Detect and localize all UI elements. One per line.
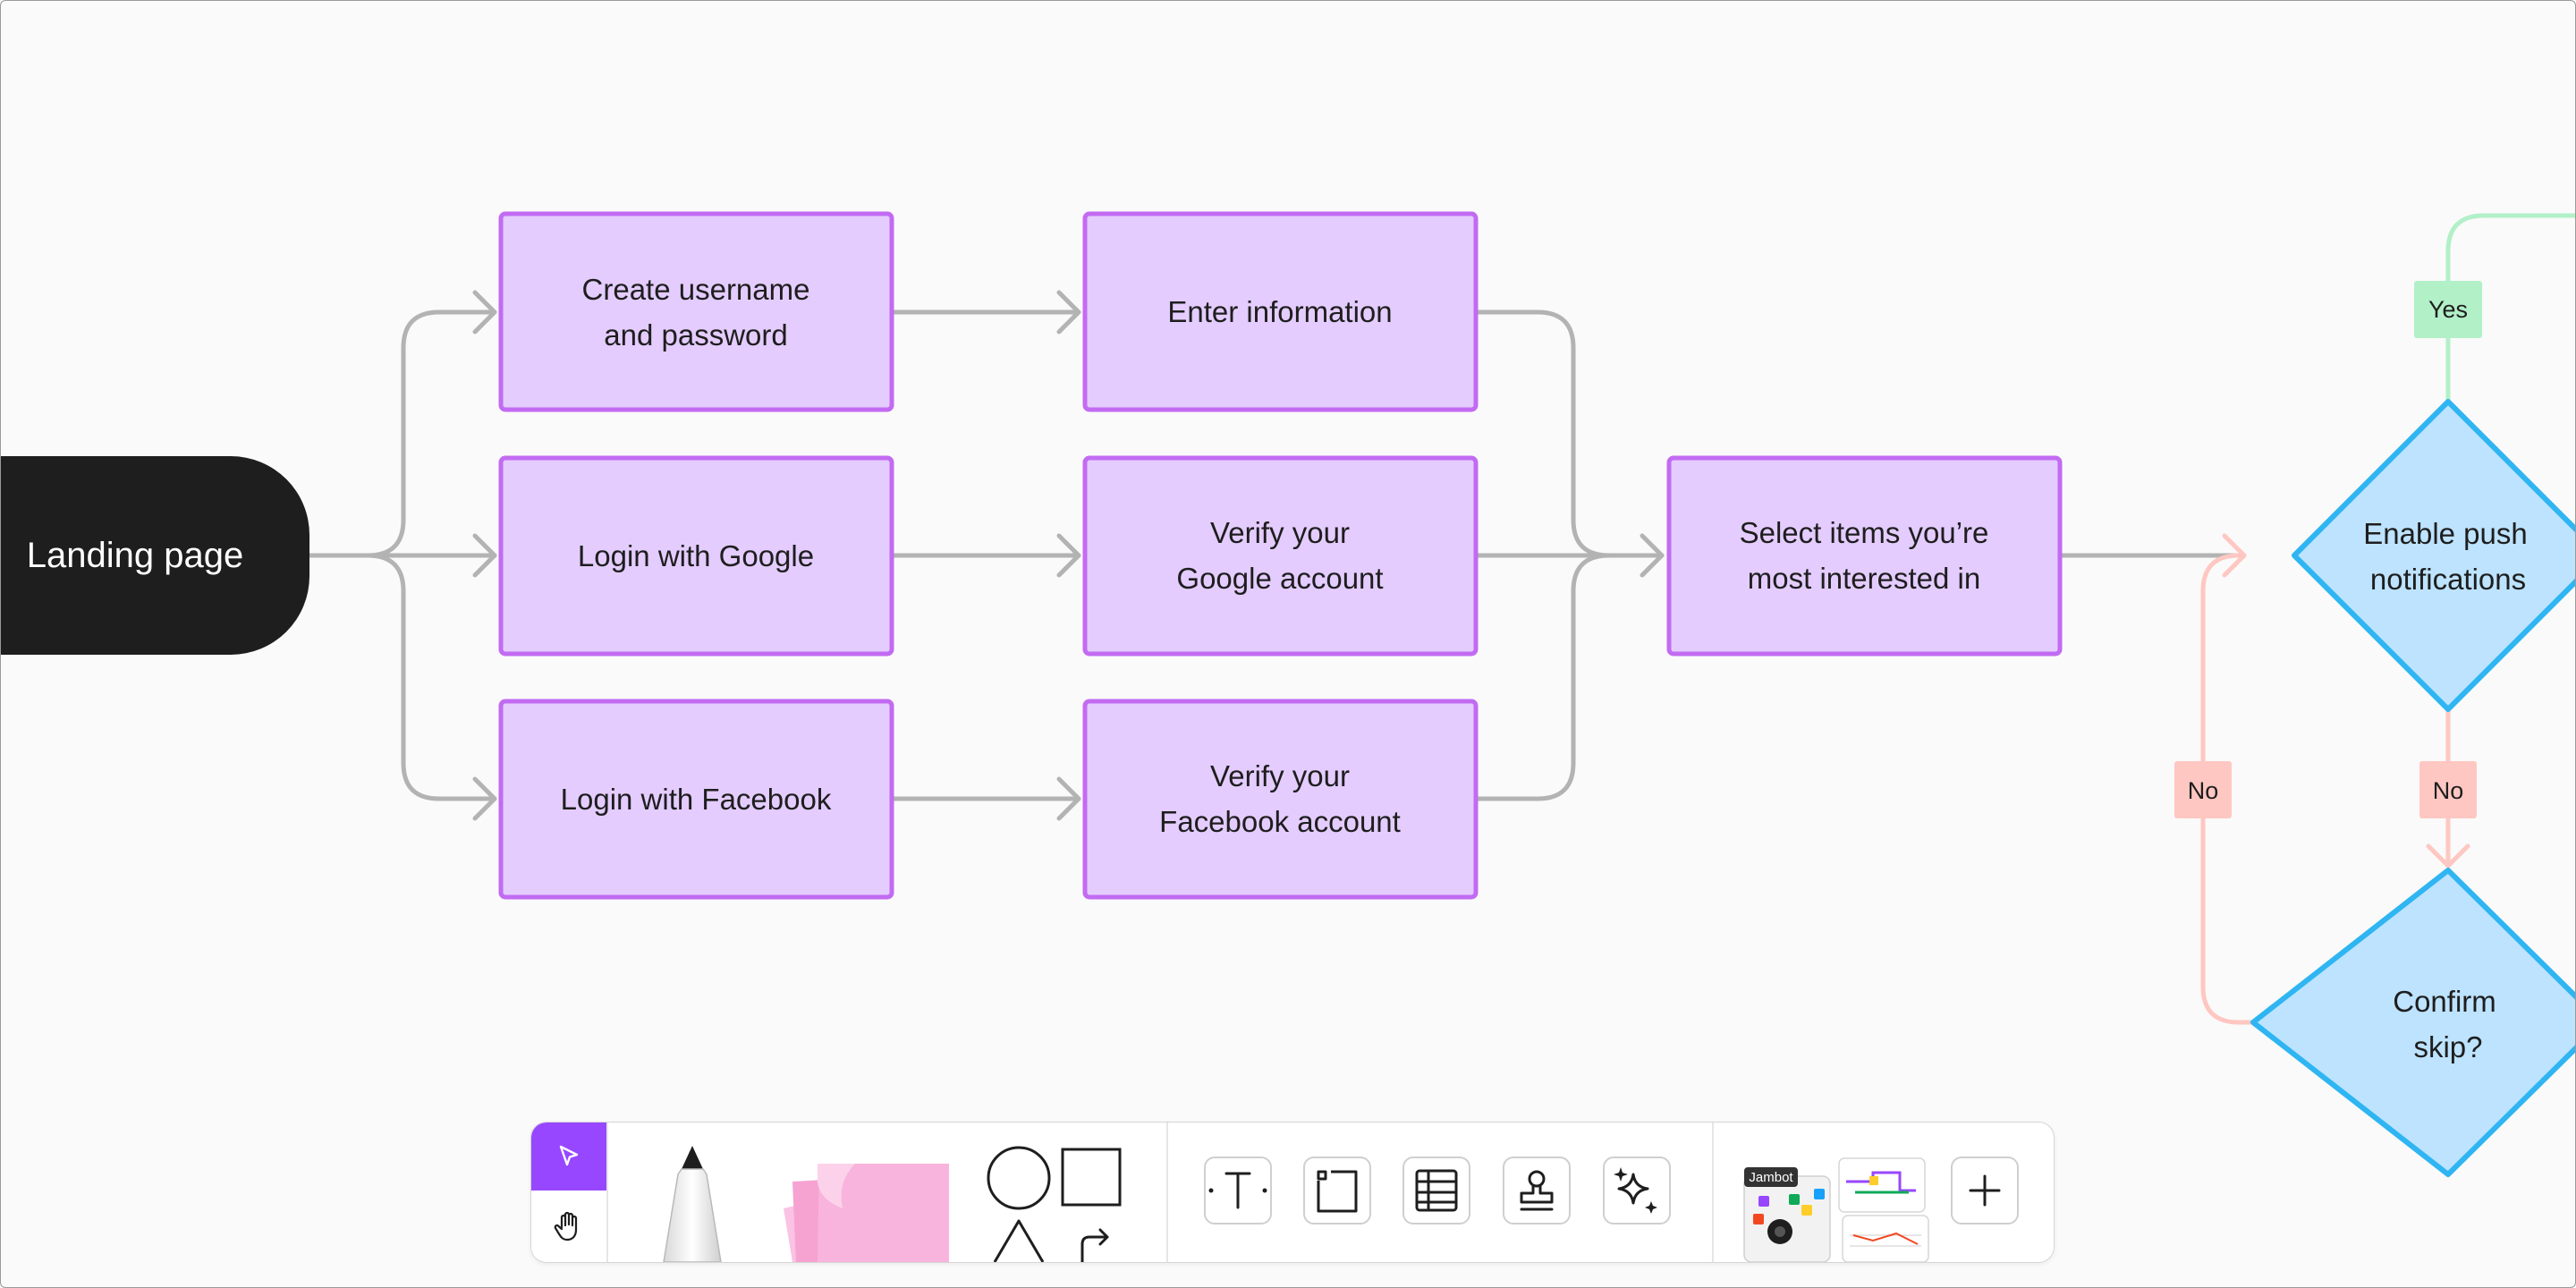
sticky-note-icon[interactable] — [766, 1146, 962, 1262]
arrowhead — [2426, 843, 2470, 869]
arrowhead — [1056, 776, 1081, 821]
node-label: Google account — [1176, 562, 1383, 595]
connector-push-yes[interactable] — [2445, 213, 2576, 404]
connector-start-to-create[interactable] — [307, 309, 497, 558]
badge-yes-label: Yes — [2428, 296, 2468, 323]
section-icon — [1317, 1170, 1358, 1213]
start-node-landing-page[interactable]: Landing page — [1, 456, 309, 655]
decision-label: notifications — [2370, 563, 2526, 596]
node-verify-google[interactable]: Verify your Google account — [1082, 455, 1479, 657]
arrowhead — [472, 533, 497, 578]
badge-no-down-label: No — [2433, 777, 2464, 804]
badge-no-down[interactable]: No — [2419, 761, 2477, 818]
shapes-icon[interactable] — [980, 1146, 1123, 1262]
decision-enable-push[interactable]: Enable push notifications — [2292, 399, 2576, 712]
templates-sticker-label: Jambot — [1749, 1170, 1793, 1185]
node-label: Verify your — [1210, 516, 1350, 549]
arrowhead — [1640, 533, 1665, 578]
bottom-toolbar: Jambot — [530, 1122, 2055, 1263]
arrowhead — [2222, 533, 2247, 578]
stamp-tool-button[interactable] — [1503, 1157, 1571, 1224]
arrowhead — [472, 776, 497, 821]
badge-no-back-label: No — [2188, 777, 2219, 804]
node-label: most interested in — [1748, 562, 1980, 595]
text-tool-icon — [1208, 1172, 1267, 1209]
node-label: Login with Facebook — [561, 783, 832, 816]
decision-confirm-skip[interactable]: Confirm skip? — [2250, 868, 2576, 1177]
node-label: Login with Google — [578, 539, 814, 572]
decision-label: skip? — [2413, 1030, 2482, 1063]
arrowhead — [1056, 533, 1081, 578]
hand-tool-button[interactable] — [531, 1191, 606, 1259]
decision-label: Confirm — [2393, 985, 2496, 1018]
select-tool-button[interactable] — [531, 1123, 606, 1191]
connector-verify-facebook-to-select[interactable] — [1474, 553, 1665, 801]
node-enter-information[interactable]: Enter information — [1082, 211, 1479, 412]
ai-tool-button[interactable] — [1603, 1157, 1671, 1224]
hand-icon — [554, 1211, 578, 1241]
cursor-arrow-icon — [559, 1145, 579, 1166]
node-select-items[interactable]: Select items you’re most interested in — [1666, 455, 2063, 657]
node-label: Create username — [582, 273, 810, 306]
badge-yes[interactable]: Yes — [2414, 281, 2482, 338]
toolbar-divider — [1712, 1123, 1714, 1262]
toolbar-divider — [1166, 1123, 1168, 1262]
text-tool-button[interactable] — [1204, 1157, 1272, 1224]
badge-no-back[interactable]: No — [2174, 761, 2232, 818]
node-label: Facebook account — [1159, 805, 1401, 838]
connector-info-to-select[interactable] — [1474, 309, 1665, 558]
node-login-google[interactable]: Login with Google — [498, 455, 894, 657]
marker-pen-icon[interactable] — [648, 1144, 737, 1262]
plus-icon — [1969, 1174, 2001, 1207]
node-label: Enter information — [1167, 295, 1392, 328]
table-tool-button[interactable] — [1402, 1157, 1470, 1224]
table-icon — [1415, 1169, 1458, 1212]
section-tool-button[interactable] — [1303, 1157, 1371, 1224]
sparkle-icon — [1614, 1167, 1657, 1214]
toolbar-divider — [606, 1123, 608, 1262]
node-login-facebook[interactable]: Login with Facebook — [498, 699, 894, 900]
stamp-icon — [1520, 1170, 1554, 1211]
node-label: Verify your — [1210, 759, 1350, 792]
decision-label: Enable push — [2363, 517, 2527, 550]
node-verify-facebook[interactable]: Verify your Facebook account — [1082, 699, 1479, 900]
arrowhead — [472, 290, 497, 335]
more-tools-button[interactable] — [1951, 1157, 2019, 1224]
templates-icon[interactable]: Jambot — [1739, 1149, 1936, 1262]
node-label: and password — [604, 318, 787, 352]
start-node-label: Landing page — [27, 536, 243, 575]
connector-start-to-facebook[interactable] — [307, 553, 497, 801]
node-label: Select items you’re — [1740, 516, 1989, 549]
arrowhead — [1056, 290, 1081, 335]
node-create-account[interactable]: Create username and password — [498, 211, 894, 412]
